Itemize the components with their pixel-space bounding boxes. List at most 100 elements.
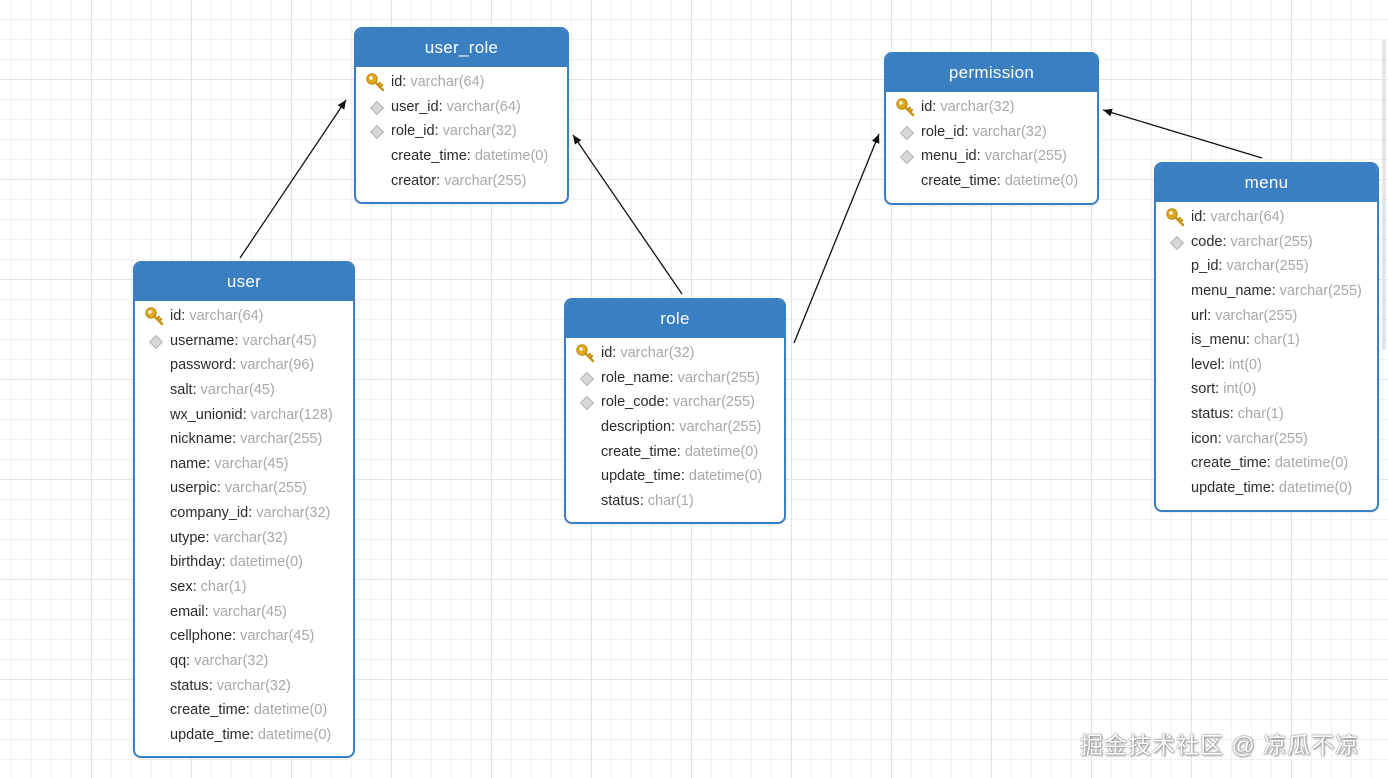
field-row[interactable]: url: varchar(255): [1156, 304, 1377, 329]
field-type: datetime(0): [1278, 480, 1353, 497]
primary-key-icon: [144, 304, 166, 328]
field-name: update_time: [1191, 480, 1271, 497]
field-separator: :: [186, 652, 195, 669]
field-type: varchar(45): [214, 455, 289, 472]
relation-role-to-permission[interactable]: [793, 133, 880, 344]
field-row[interactable]: id: varchar(64): [1156, 205, 1377, 230]
field-row[interactable]: status: char(1): [1156, 402, 1377, 427]
field-row[interactable]: code: varchar(255): [1156, 230, 1377, 255]
field-row[interactable]: status: varchar(32): [135, 674, 353, 699]
field-marker-empty: [1165, 451, 1187, 475]
entity-user[interactable]: user id: varchar(64)username: varchar(45…: [133, 261, 355, 758]
field-row[interactable]: sort: int(0): [1156, 377, 1377, 402]
entity-title[interactable]: role: [566, 300, 784, 338]
field-type: varchar(32): [940, 99, 1015, 115]
field-row[interactable]: salt: varchar(45): [135, 378, 353, 403]
field-row[interactable]: username: varchar(45): [135, 329, 353, 354]
field-separator: :: [205, 529, 214, 546]
field-list: id: varchar(32)role_name: varchar(255)ro…: [566, 338, 784, 513]
field-row[interactable]: wx_unionid: varchar(128): [135, 403, 353, 428]
field-name: wx_unionid: [170, 406, 243, 423]
field-separator: :: [248, 505, 257, 522]
field-type: varchar(255): [679, 418, 762, 435]
field-row[interactable]: create_time: datetime(0): [135, 698, 353, 723]
field-type: varchar(64): [446, 98, 521, 115]
field-type: varchar(255): [1225, 430, 1308, 447]
relation-role-to-user-role[interactable]: [572, 134, 683, 295]
field-type: datetime(0): [684, 443, 759, 460]
field-row[interactable]: qq: varchar(32): [135, 649, 353, 674]
field-row[interactable]: sex: char(1): [135, 575, 353, 600]
field-row[interactable]: create_time: datetime(0): [1156, 451, 1377, 476]
field-row[interactable]: userpic: varchar(255): [135, 476, 353, 501]
field-type: varchar(255): [1230, 233, 1313, 250]
field-row[interactable]: p_id: varchar(255): [1156, 254, 1377, 279]
field-row[interactable]: nickname: varchar(255): [135, 427, 353, 452]
field-row[interactable]: menu_id: varchar(255): [886, 144, 1097, 169]
relation-menu-to-permission[interactable]: [1102, 108, 1263, 159]
field-row[interactable]: icon: varchar(255): [1156, 427, 1377, 452]
field-row[interactable]: create_time: datetime(0): [566, 440, 784, 465]
field-row[interactable]: creator: varchar(255): [356, 169, 567, 194]
field-name: userpic: [170, 480, 217, 497]
index-diamond-icon: [895, 120, 917, 144]
field-row[interactable]: update_time: datetime(0): [1156, 476, 1377, 501]
field-name: username: [170, 332, 235, 349]
field-name: create_time: [391, 147, 467, 164]
field-row[interactable]: role_id: varchar(32): [886, 120, 1097, 145]
field-row[interactable]: create_time: datetime(0): [886, 169, 1097, 194]
field-marker-empty: [1165, 254, 1187, 278]
entity-title[interactable]: user_role: [356, 29, 567, 67]
field-name: nickname: [170, 431, 233, 448]
field-row[interactable]: name: varchar(45): [135, 452, 353, 477]
entity-title[interactable]: menu: [1156, 164, 1377, 202]
field-row[interactable]: user_id: varchar(64): [356, 95, 567, 120]
field-row[interactable]: email: varchar(45): [135, 600, 353, 625]
field-name: update_time: [170, 726, 250, 743]
field-row[interactable]: role_name: varchar(255): [566, 366, 784, 391]
field-row[interactable]: birthday: datetime(0): [135, 550, 353, 575]
field-type: datetime(0): [253, 702, 328, 719]
relation-user-to-user-role[interactable]: [239, 99, 347, 259]
field-row[interactable]: id: varchar(64): [356, 70, 567, 95]
field-marker-empty: [144, 600, 166, 624]
field-marker-empty: [144, 649, 166, 673]
entity-permission[interactable]: permission id: varchar(32)role_id: varch…: [884, 52, 1099, 205]
field-row[interactable]: cellphone: varchar(45): [135, 624, 353, 649]
vertical-scrollbar[interactable]: [1382, 40, 1386, 350]
field-row[interactable]: description: varchar(255): [566, 415, 784, 440]
field-row[interactable]: role_id: varchar(32): [356, 119, 567, 144]
entity-role[interactable]: role id: varchar(32)role_name: varchar(2…: [564, 298, 786, 524]
field-name: id: [170, 308, 182, 324]
entity-menu[interactable]: menu id: varchar(64)code: varchar(255)p_…: [1154, 162, 1379, 512]
field-row[interactable]: utype: varchar(32): [135, 526, 353, 551]
field-separator: :: [932, 99, 941, 115]
field-separator: :: [221, 554, 230, 571]
field-name: create_time: [921, 172, 997, 189]
field-row[interactable]: menu_name: varchar(255): [1156, 279, 1377, 304]
entity-user-role[interactable]: user_role id: varchar(64)user_id: varcha…: [354, 27, 569, 204]
field-separator: :: [234, 332, 243, 349]
field-row[interactable]: id: varchar(32): [886, 95, 1097, 120]
field-marker-empty: [144, 403, 166, 427]
field-name: salt: [170, 381, 193, 398]
field-row[interactable]: id: varchar(64): [135, 304, 353, 329]
entity-title[interactable]: user: [135, 263, 353, 301]
field-row[interactable]: level: int(0): [1156, 353, 1377, 378]
entity-title[interactable]: permission: [886, 54, 1097, 92]
field-row[interactable]: id: varchar(32): [566, 341, 784, 366]
field-marker-empty: [144, 353, 166, 377]
field-type: varchar(64): [189, 308, 264, 324]
field-row[interactable]: create_time: datetime(0): [356, 144, 567, 169]
field-row[interactable]: password: varchar(96): [135, 353, 353, 378]
field-marker-empty: [575, 440, 597, 464]
field-row[interactable]: role_code: varchar(255): [566, 390, 784, 415]
field-list: id: varchar(64)user_id: varchar(64)role_…: [356, 67, 567, 193]
field-row[interactable]: status: char(1): [566, 489, 784, 514]
field-row[interactable]: company_id: varchar(32): [135, 501, 353, 526]
field-separator: :: [639, 492, 648, 509]
field-row[interactable]: is_menu: char(1): [1156, 328, 1377, 353]
field-row[interactable]: update_time: datetime(0): [135, 723, 353, 748]
field-row[interactable]: update_time: datetime(0): [566, 464, 784, 489]
